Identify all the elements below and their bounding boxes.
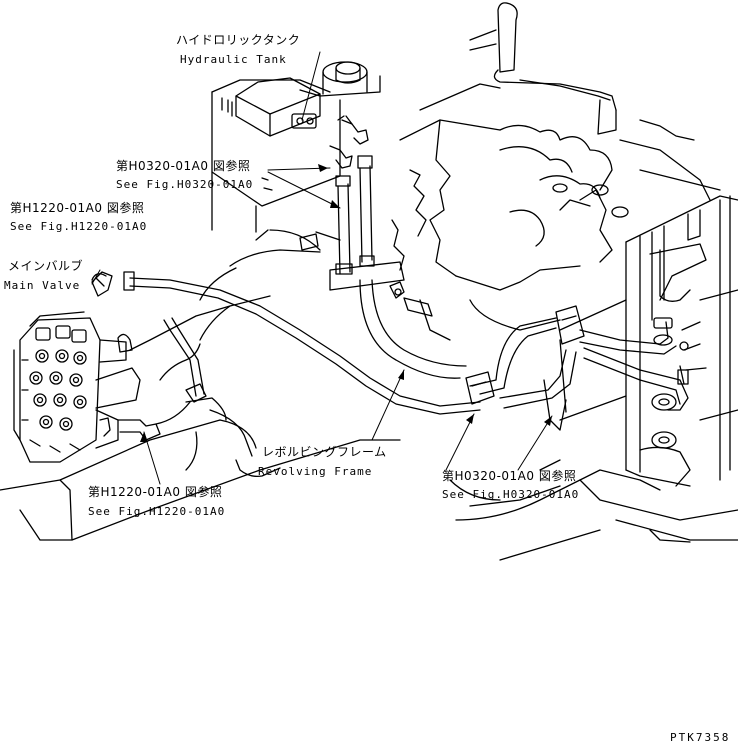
radiator-drawing (560, 196, 738, 486)
ref-h0320-top-label-en: See Fig.H0320-01A0 (116, 178, 254, 191)
revolving-frame-drawing (0, 230, 738, 560)
main-valve-drawing (14, 272, 160, 462)
ref-h1220-bottom-label-en: See Fig.H1220-01A0 (88, 505, 226, 518)
leader-lines (92, 52, 552, 484)
ref-h0320-right-label-en: See Fig.H0320-01A0 (442, 488, 580, 501)
main-valve-label-en: Main Valve (4, 279, 81, 292)
leader-arrowheads (140, 164, 552, 442)
hoses-and-pipes (92, 116, 688, 430)
engine-drawing (392, 3, 720, 340)
hydraulic-tank-label-en: Hydraulic Tank (180, 53, 287, 66)
ref-h1220-top-label-en: See Fig.H1220-01A0 (10, 220, 148, 233)
ref-h1220-top-label-jp: 第H1220-01A0 図参照 (10, 201, 145, 215)
revolving-frame-label-jp: レボルビングフレーム (262, 445, 387, 459)
ref-h1220-bottom-label-jp: 第H1220-01A0 図参照 (88, 485, 223, 499)
hydraulic-tank-label-jp: ハイドロリックタンク (176, 33, 301, 47)
hydraulic-tank-drawing (212, 62, 380, 232)
revolving-frame-label-en: Revolving Frame (258, 465, 373, 478)
ref-h0320-top-label-jp: 第H0320-01A0 図参照 (116, 159, 251, 173)
ref-h0320-right-label-jp: 第H0320-01A0 図参照 (442, 469, 577, 483)
drawing-code: PTK7358 (670, 731, 731, 744)
main-valve-label-jp: メインバルブ (8, 259, 84, 273)
